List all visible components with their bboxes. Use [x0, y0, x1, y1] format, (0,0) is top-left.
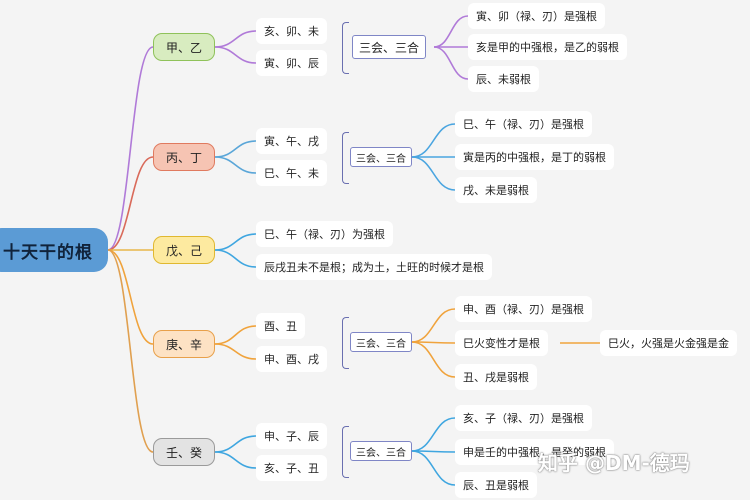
sanhui-sanhe-node[interactable]: 三会、三合 [352, 35, 427, 59]
stem-node-bing-ding[interactable]: 丙、丁 [153, 143, 215, 171]
combo-bracket [342, 22, 349, 74]
note-node[interactable]: 辰、丑是弱根 [455, 472, 537, 498]
stem-combo-link [214, 46, 257, 64]
stem-combo-link [214, 233, 257, 251]
mid-note-link [433, 46, 469, 80]
note-node[interactable]: 巳、午（禄、刃）是强根 [455, 111, 592, 137]
note-node[interactable]: 巳、午（禄、刃）为强根 [256, 221, 393, 247]
mid-note-link [433, 15, 469, 48]
combo-node[interactable]: 寅、午、戌 [256, 128, 327, 154]
combo-node[interactable]: 申、酉、戌 [256, 346, 327, 372]
combo-node[interactable]: 亥、子、丑 [256, 455, 327, 481]
mid-note-link [411, 450, 456, 486]
root-stem-link [107, 249, 154, 345]
stem-combo-link [214, 140, 257, 158]
stem-combo-link [214, 435, 257, 453]
note-node[interactable]: 亥、子（禄、刃）是强根 [455, 405, 592, 431]
note-node[interactable]: 辰戌丑未不是根；成为土，土旺的时候才是根 [256, 254, 492, 280]
note-node[interactable]: 申是壬的中强根，是癸的弱根 [455, 439, 614, 465]
combo-node[interactable]: 申、子、辰 [256, 423, 327, 449]
note-node[interactable]: 戌、未是弱根 [455, 177, 537, 203]
mid-note-link [411, 308, 456, 343]
stem-combo-link [214, 451, 257, 469]
combo-node[interactable]: 寅、卯、辰 [256, 50, 327, 76]
combo-bracket [342, 426, 349, 478]
mid-note-link [411, 156, 456, 191]
mid-note-link [411, 123, 456, 158]
sanhui-sanhe-node[interactable]: 三会、三合 [350, 147, 412, 167]
mid-note-link [411, 417, 456, 452]
extra-note-node[interactable]: 巳火，火强是火金强是金 [600, 330, 737, 356]
root-stem-link [107, 46, 154, 251]
watermark: 知乎 @DM-德玛 [538, 451, 690, 475]
note-node[interactable]: 巳火变性才是根 [455, 330, 548, 356]
stem-node-wu-ji[interactable]: 戊、己 [153, 236, 215, 264]
combo-node[interactable]: 酉、丑 [256, 313, 305, 339]
combo-bracket [342, 317, 349, 369]
stem-combo-link [214, 249, 257, 268]
root-stem-link [107, 156, 154, 251]
stem-combo-link [214, 325, 257, 345]
note-node[interactable]: 亥是甲的中强根，是乙的弱根 [468, 34, 627, 60]
stem-combo-link [214, 30, 257, 48]
note-node[interactable]: 寅是丙的中强根，是丁的弱根 [455, 144, 614, 170]
sanhui-sanhe-node[interactable]: 三会、三合 [350, 332, 412, 352]
root-node[interactable]: 十天干的根 [0, 228, 108, 272]
stem-node-jia-yi[interactable]: 甲、乙 [153, 33, 215, 61]
note-node[interactable]: 申、酉（禄、刃）是强根 [455, 296, 592, 322]
combo-node[interactable]: 亥、卯、未 [256, 18, 327, 44]
note-node[interactable]: 丑、戌是弱根 [455, 364, 537, 390]
note-node[interactable]: 寅、卯（禄、刃）是强根 [468, 3, 605, 29]
stem-node-ren-gui[interactable]: 壬、癸 [153, 438, 215, 466]
stem-combo-link [214, 343, 257, 360]
root-stem-link [107, 249, 154, 453]
combo-node[interactable]: 巳、午、未 [256, 160, 327, 186]
sanhui-sanhe-node[interactable]: 三会、三合 [350, 441, 412, 461]
stem-combo-link [214, 156, 257, 174]
combo-bracket [342, 132, 349, 184]
stem-node-geng-xin[interactable]: 庚、辛 [153, 330, 215, 358]
mid-note-link [411, 341, 456, 378]
note-node[interactable]: 辰、未弱根 [468, 66, 539, 92]
